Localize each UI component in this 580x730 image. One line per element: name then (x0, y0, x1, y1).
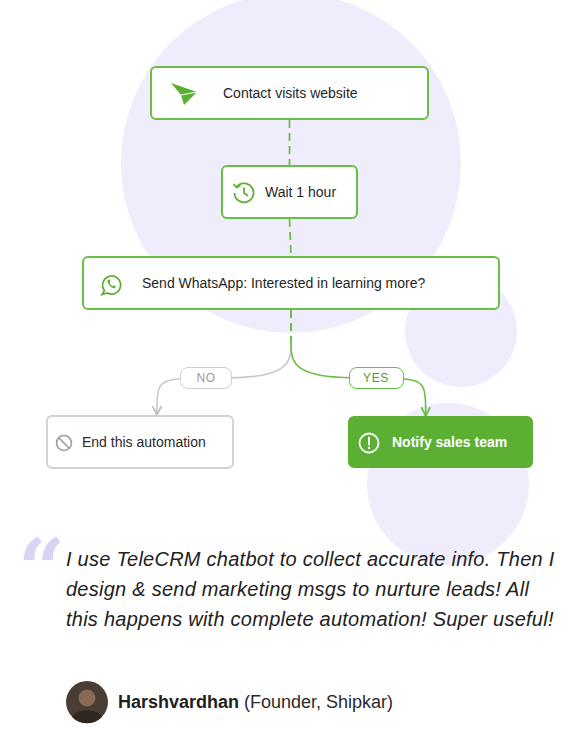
whatsapp-icon-phone (107, 280, 116, 289)
send-icon-fold (181, 92, 197, 95)
wait-box: Wait 1 hour (221, 165, 358, 219)
alert-icon-ring (360, 434, 379, 453)
author-role: (Founder, Shipkar) (244, 691, 393, 713)
edge-label: NO (180, 367, 232, 389)
send-icon (171, 83, 197, 105)
flow-connector (289, 120, 290, 165)
node-text: End this automation (82, 434, 232, 450)
connector-curve (157, 342, 291, 415)
stop-icon-ring (57, 436, 72, 451)
flow-connector (290, 219, 292, 256)
stop-icon-bar (59, 438, 70, 449)
branch-connector (157, 310, 291, 415)
trigger-box: Contact visits website (150, 66, 429, 120)
connector-line (290, 219, 292, 256)
message-box: Send WhatsApp: Interested in learning mo… (82, 256, 500, 310)
alert-icon-dot (368, 447, 370, 449)
stop-icon (57, 436, 72, 451)
connector-stem (290, 310, 292, 342)
avatar-shoulders (72, 710, 102, 723)
edge-label: YES (349, 367, 404, 389)
alert-icon (360, 434, 379, 453)
node-text: Contact visits website (223, 85, 427, 101)
action-box: Notify sales team (348, 416, 533, 468)
clock-icon-hands (244, 188, 248, 197)
connector-line (289, 120, 291, 165)
send-icon-shape (171, 83, 197, 105)
end-box: End this automation (46, 415, 234, 469)
clock-icon-arrow (234, 184, 241, 188)
node-text: Notify sales team (392, 434, 531, 450)
connector-stem (290, 310, 292, 342)
whatsapp-icon-bubble (102, 276, 121, 294)
alert-icon-bar (368, 438, 370, 445)
author-name: Harshvardhan (118, 691, 239, 713)
clock-icon (234, 183, 254, 202)
avatar-circle (66, 681, 108, 723)
connector-curve (291, 342, 426, 416)
node-text: Send WhatsApp: Interested in learning mo… (142, 275, 498, 291)
branch-connector (291, 310, 426, 416)
quote-mark: “ (18, 528, 65, 610)
whatsapp-icon (102, 276, 121, 294)
clock-icon-ring (235, 183, 254, 202)
testimonial-text: I use TeleCRM chatbot to collect accurat… (66, 544, 556, 634)
author-avatar (66, 681, 108, 723)
node-text: Wait 1 hour (265, 184, 356, 200)
avatar-face (79, 690, 96, 707)
